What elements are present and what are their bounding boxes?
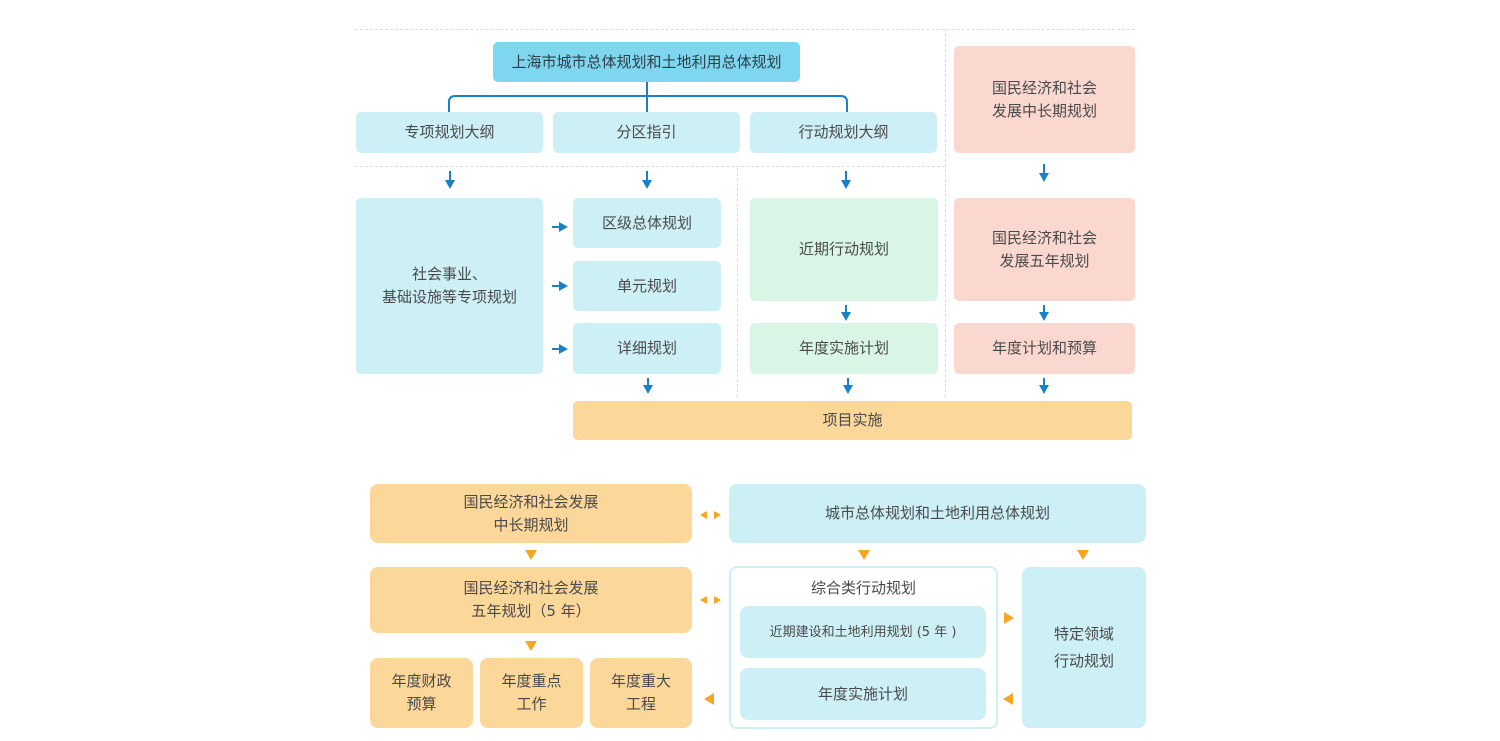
bidirectional-arrow-right xyxy=(714,596,721,604)
near-term-action-box: 近期行动规划 xyxy=(750,198,938,301)
social-infra-box: 社会事业、 基础设施等专项规划 xyxy=(356,198,543,374)
annual-impl-top-box: 年度实施计划 xyxy=(750,323,938,374)
near-term-land-box: 近期建设和土地利用规划 (5 年 ) xyxy=(740,606,986,658)
down-arrow xyxy=(643,385,653,394)
key-work-box: 年度重点 工作 xyxy=(480,658,583,728)
district-guide-box: 分区指引 xyxy=(553,112,740,153)
bidirectional-arrow-left xyxy=(700,596,707,604)
down-arrow xyxy=(1043,378,1045,386)
master-plan-box: 上海市城市总体规划和土地利用总体规划 xyxy=(493,42,800,82)
divider-line xyxy=(945,29,946,397)
national-five-year-box-2: 国民经济和社会发展 五年规划（5 年） xyxy=(370,567,692,633)
down-arrow xyxy=(847,378,849,386)
detail-plan-box: 详细规划 xyxy=(573,323,721,374)
left-arrow xyxy=(1003,693,1013,705)
right-arrow xyxy=(559,344,568,354)
master-plan-box-2: 城市总体规划和土地利用总体规划 xyxy=(729,484,1146,543)
divider-line xyxy=(355,29,1135,30)
right-arrow xyxy=(552,226,560,228)
down-arrow xyxy=(1077,550,1089,560)
down-arrow xyxy=(1043,164,1045,174)
down-arrow xyxy=(525,641,537,651)
unit-plan-box: 单元规划 xyxy=(573,261,721,311)
branch-connector xyxy=(448,82,848,112)
down-arrow xyxy=(646,171,648,181)
comprehensive-action-title: 综合类行动规划 xyxy=(810,579,916,597)
national-mid-long-box-2: 国民经济和社会发展 中长期规划 xyxy=(370,484,692,543)
special-outline-box: 专项规划大纲 xyxy=(356,112,543,153)
action-outline-box: 行动规划大纲 xyxy=(750,112,937,153)
down-arrow xyxy=(445,180,455,189)
annual-budget-box: 年度计划和预算 xyxy=(954,323,1135,374)
national-five-year-box: 国民经济和社会 发展五年规划 xyxy=(954,198,1135,301)
down-arrow xyxy=(858,550,870,560)
down-arrow xyxy=(1039,385,1049,394)
bidirectional-arrow-left xyxy=(700,511,707,519)
fiscal-budget-box: 年度财政 预算 xyxy=(370,658,473,728)
right-arrow xyxy=(1004,612,1014,624)
down-arrow xyxy=(642,180,652,189)
national-mid-long-box: 国民经济和社会 发展中长期规划 xyxy=(954,46,1135,153)
down-arrow xyxy=(841,180,851,189)
divider-line xyxy=(355,166,945,167)
down-arrow xyxy=(843,385,853,394)
major-projects-box: 年度重大 工程 xyxy=(590,658,692,728)
special-domain-box: 特定领域 行动规划 xyxy=(1022,567,1146,728)
annual-impl-box: 年度实施计划 xyxy=(740,668,986,720)
right-arrow xyxy=(559,281,568,291)
down-arrow xyxy=(525,550,537,560)
down-arrow xyxy=(1039,312,1049,321)
bidirectional-arrow-right xyxy=(714,511,721,519)
down-arrow xyxy=(1039,173,1049,182)
down-arrow xyxy=(647,378,649,386)
down-arrow xyxy=(449,171,451,181)
left-arrow xyxy=(704,693,714,705)
right-arrow xyxy=(552,285,560,287)
right-arrow xyxy=(552,348,560,350)
district-master-box: 区级总体规划 xyxy=(573,198,721,248)
project-impl-box: 项目实施 xyxy=(573,401,1132,440)
down-arrow xyxy=(1043,305,1045,313)
right-arrow xyxy=(559,222,568,232)
down-arrow xyxy=(841,312,851,321)
divider-line xyxy=(737,168,738,397)
down-arrow xyxy=(845,171,847,181)
down-arrow xyxy=(845,305,847,313)
